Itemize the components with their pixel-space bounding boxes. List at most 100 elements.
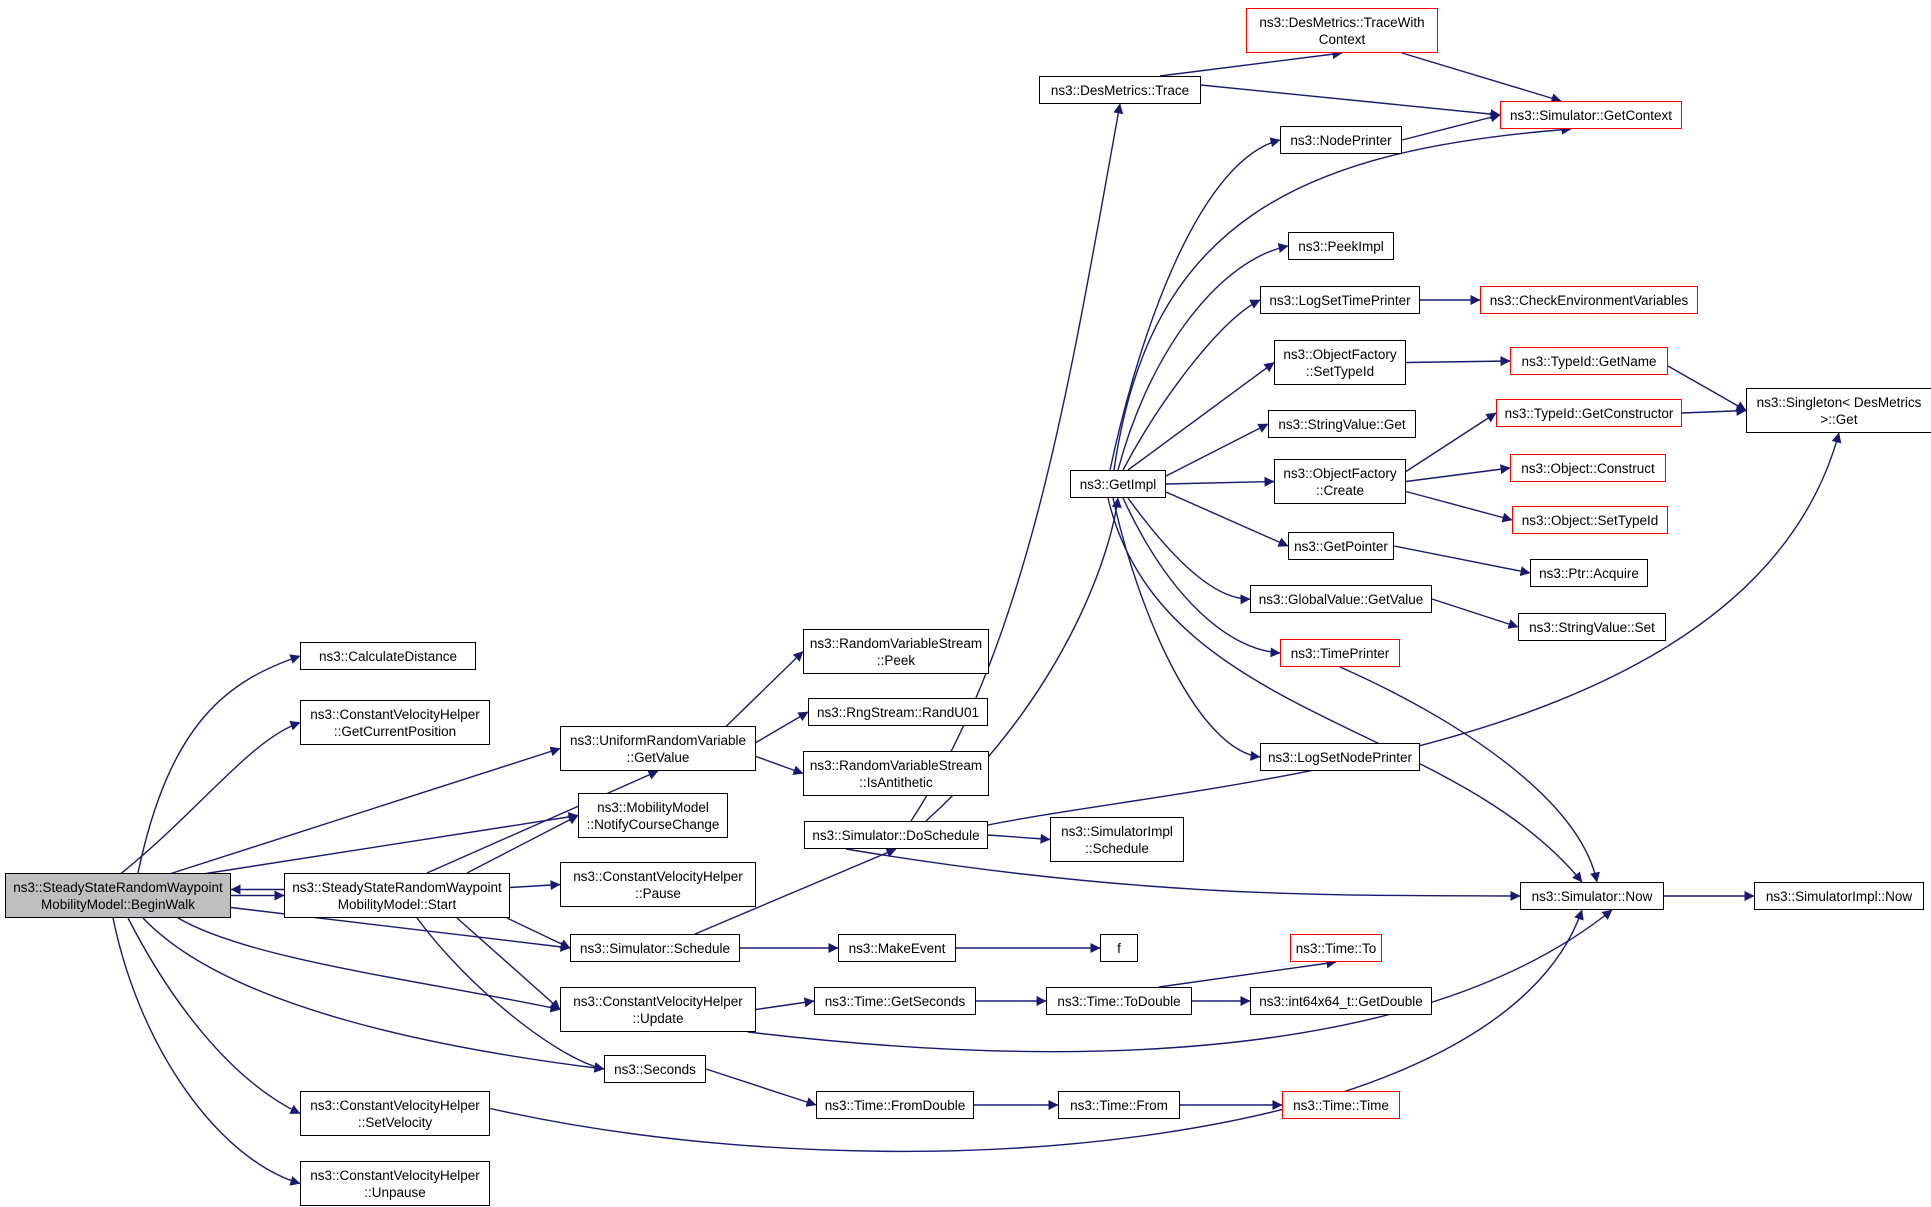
node-label-line: ns3::UniformRandomVariable — [569, 732, 747, 748]
node-rngstream-randu01[interactable]: ns3::RngStream::RandU01 — [808, 698, 988, 726]
node-label-line: ns3::Seconds — [614, 1061, 696, 1077]
node-label-line: ns3::SimulatorImpl::Now — [1765, 888, 1913, 904]
node-label-line: ns3::PeekImpl — [1298, 238, 1384, 254]
node-calculatedistance[interactable]: ns3::CalculateDistance — [300, 642, 476, 670]
call-edge — [426, 770, 659, 874]
node-globalvalue-getvalue[interactable]: ns3::GlobalValue::GetValue — [1250, 585, 1432, 613]
node-randomvariablestream-peek[interactable]: ns3::RandomVariableStream::Peek — [803, 629, 989, 674]
node-logsetnodeprinter[interactable]: ns3::LogSetNodePrinter — [1260, 743, 1420, 771]
node-objectfactory-settypeid[interactable]: ns3::ObjectFactory::SetTypeId — [1274, 340, 1406, 385]
node-constantvelocityhelper-getcurrentposition[interactable]: ns3::ConstantVelocityHelper::GetCurrentP… — [300, 700, 490, 745]
node-desmetrics-trace[interactable]: ns3::DesMetrics::Trace — [1039, 76, 1201, 104]
node-label-line: ::Update — [632, 1010, 684, 1026]
node-int64x64-t-getdouble[interactable]: ns3::int64x64_t::GetDouble — [1250, 987, 1432, 1015]
node-objectfactory-create[interactable]: ns3::ObjectFactory::Create — [1274, 459, 1406, 504]
node-getimpl[interactable]: ns3::GetImpl — [1070, 470, 1166, 498]
node-label-line: ns3::ConstantVelocityHelper — [310, 1167, 480, 1183]
node-typeid-getname[interactable]: ns3::TypeId::GetName — [1510, 347, 1668, 375]
node-singleton-desmetrics-get[interactable]: ns3::Singleton< DesMetrics>::Get — [1746, 388, 1931, 433]
node-constantvelocityhelper-unpause[interactable]: ns3::ConstantVelocityHelper::Unpause — [300, 1161, 490, 1206]
call-edge — [466, 814, 579, 874]
node-simulator-schedule[interactable]: ns3::Simulator::Schedule — [570, 934, 740, 962]
node-constantvelocityhelper-update[interactable]: ns3::ConstantVelocityHelper::Update — [560, 987, 756, 1032]
call-edge — [1667, 365, 1747, 412]
node-label-line: ns3::Ptr::Acquire — [1539, 565, 1639, 581]
node-ptr-acquire[interactable]: ns3::Ptr::Acquire — [1530, 559, 1648, 587]
node-seconds[interactable]: ns3::Seconds — [604, 1055, 706, 1083]
call-edge — [725, 650, 804, 728]
call-edge — [755, 997, 815, 1011]
call-edge — [1393, 545, 1531, 577]
node-label-line: ns3::Time::FromDouble — [824, 1097, 966, 1113]
call-edge — [1405, 356, 1511, 367]
node-object-settypeid[interactable]: ns3::Object::SetTypeId — [1512, 506, 1668, 534]
node-time-time[interactable]: ns3::Time::Time — [1282, 1091, 1400, 1119]
node-label-line: ns3::ConstantVelocityHelper — [310, 706, 480, 722]
call-edge — [1109, 137, 1281, 471]
node-label-line: ::GetValue — [626, 749, 690, 765]
node-typeid-getconstructor[interactable]: ns3::TypeId::GetConstructor — [1496, 399, 1682, 427]
call-edge — [1401, 52, 1562, 104]
node-checkenvironmentvariables[interactable]: ns3::CheckEnvironmentVariables — [1480, 286, 1698, 314]
node-makeevent[interactable]: ns3::MakeEvent — [838, 934, 956, 962]
call-edge — [142, 917, 605, 1073]
node-stringvalue-get[interactable]: ns3::StringValue::Get — [1268, 410, 1416, 438]
node-constantvelocityhelper-pause[interactable]: ns3::ConstantVelocityHelper::Pause — [560, 862, 756, 907]
node-label-line: f — [1117, 940, 1121, 956]
node-label-line: ::IsAntithetic — [859, 774, 933, 790]
node-simulator-getcontext[interactable]: ns3::Simulator::GetContext — [1500, 101, 1682, 129]
node-peekimpl[interactable]: ns3::PeekImpl — [1288, 232, 1394, 260]
node-time-getseconds[interactable]: ns3::Time::GetSeconds — [814, 987, 976, 1015]
node-f[interactable]: f — [1100, 934, 1138, 962]
node-label-line: ns3::DesMetrics::TraceWith — [1259, 14, 1425, 30]
call-edge — [1681, 405, 1747, 416]
node-logsettimeprinter[interactable]: ns3::LogSetTimePrinter — [1260, 286, 1420, 314]
call-edge — [1107, 497, 1583, 883]
node-label-line: ns3::Singleton< DesMetrics — [1756, 394, 1922, 410]
node-label-line: ns3::MobilityModel — [597, 799, 709, 815]
node-simulatorimpl-now[interactable]: ns3::SimulatorImpl::Now — [1754, 882, 1924, 910]
node-label-line: ::GetCurrentPosition — [333, 723, 457, 739]
node-label-line: MobilityModel::Start — [337, 896, 457, 912]
node-timeprinter[interactable]: ns3::TimePrinter — [1280, 639, 1400, 667]
node-time-fromdouble[interactable]: ns3::Time::FromDouble — [816, 1091, 974, 1119]
node-randomvariablestream-isantithetic[interactable]: ns3::RandomVariableStream::IsAntithetic — [803, 751, 989, 796]
call-edge — [845, 848, 1521, 901]
node-label-line: ns3::RandomVariableStream — [809, 635, 983, 651]
node-mobilitymodel-notifycoursechange[interactable]: ns3::MobilityModel::NotifyCourseChange — [578, 793, 728, 838]
node-label-line: ns3::Object::SetTypeId — [1521, 512, 1659, 528]
node-constantvelocityhelper-setvelocity[interactable]: ns3::ConstantVelocityHelper::SetVelocity — [300, 1091, 490, 1136]
node-label-line: ns3::DesMetrics::Trace — [1050, 82, 1190, 98]
node-simulator-now[interactable]: ns3::Simulator::Now — [1520, 882, 1664, 910]
node-label-line: ns3::Time::To — [1295, 940, 1377, 956]
node-time-todouble[interactable]: ns3::Time::ToDouble — [1046, 987, 1192, 1015]
node-label-line: ::Pause — [635, 885, 681, 901]
node-label-line: ns3::ObjectFactory — [1283, 465, 1397, 481]
node-uniformrandomvariable-getvalue[interactable]: ns3::UniformRandomVariable::GetValue — [560, 726, 756, 771]
node-simulator-doschedule[interactable]: ns3::Simulator::DoSchedule — [804, 821, 988, 849]
node-object-construct[interactable]: ns3::Object::Construct — [1510, 454, 1666, 482]
call-edge — [977, 432, 1842, 828]
node-time-from[interactable]: ns3::Time::From — [1058, 1091, 1180, 1119]
node-simulatorimpl-schedule[interactable]: ns3::SimulatorImpl::Schedule — [1050, 817, 1184, 862]
node-label-line: ns3::StringValue::Set — [1529, 619, 1655, 635]
call-edge — [509, 880, 561, 891]
node-time-to[interactable]: ns3::Time::To — [1290, 934, 1382, 962]
call-edge — [1405, 490, 1513, 523]
node-label-line: ::Unpause — [364, 1184, 426, 1200]
node-stringvalue-set[interactable]: ns3::StringValue::Set — [1518, 613, 1666, 641]
node-label-line: ns3::Time::Time — [1293, 1097, 1389, 1113]
node-label-line: ::SetTypeId — [1305, 363, 1375, 379]
call-edge — [1339, 666, 1600, 883]
call-edge — [1165, 491, 1289, 547]
node-getpointer[interactable]: ns3::GetPointer — [1288, 532, 1394, 560]
node-label-line: ns3::RandomVariableStream — [809, 757, 983, 773]
node-label-line: ::SetVelocity — [357, 1114, 433, 1130]
node-label-line: ns3::SimulatorImpl — [1061, 823, 1173, 839]
call-edge — [755, 755, 804, 775]
node-nodeprinter[interactable]: ns3::NodePrinter — [1280, 126, 1402, 154]
node-label-line: ns3::GetPointer — [1294, 538, 1388, 554]
node-label-line: ns3::Object::Construct — [1521, 460, 1655, 476]
